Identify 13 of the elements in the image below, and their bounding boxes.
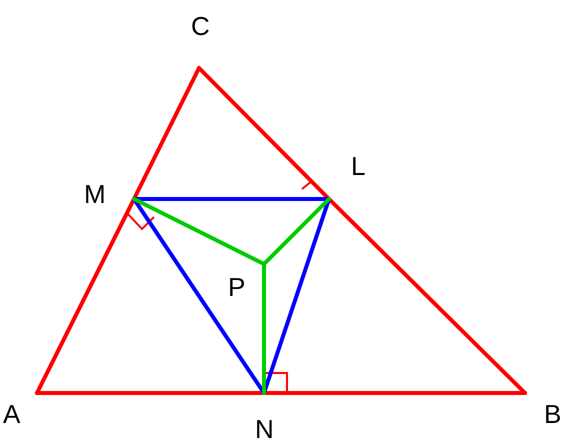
- line-segment: [132, 197, 266, 266]
- point-label: C: [191, 13, 210, 39]
- point-label: B: [544, 401, 562, 427]
- point-label: P: [228, 274, 246, 300]
- point-label: N: [255, 416, 274, 442]
- point-label: L: [351, 153, 366, 179]
- line-segment: [35, 391, 266, 395]
- point-label: A: [3, 401, 20, 427]
- line-segment: [262, 197, 331, 266]
- line-segment: [132, 197, 331, 201]
- line-segment: [262, 391, 527, 395]
- line-segment: [262, 262, 266, 395]
- point-label: M: [84, 181, 106, 207]
